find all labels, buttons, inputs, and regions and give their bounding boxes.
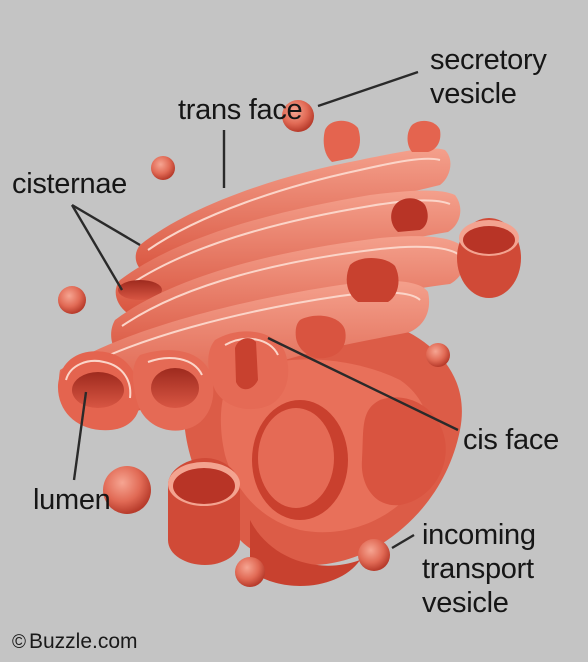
secretory-vesicle-leader [318,72,418,106]
vesicle-sphere [426,343,450,367]
cis-face-label: cis face [463,423,559,457]
cisternae-leader-upper [72,205,140,245]
lumen-label: lumen [33,483,111,517]
vesicle-sphere [235,557,265,587]
vesicle-sphere [151,156,175,180]
vesicle-sphere [58,286,86,314]
copyright-icon: © [12,632,26,653]
incoming-transport-vesicle-label: incoming transport vesicle [422,518,536,620]
credit-text: Buzzle.com [29,630,138,653]
incoming-vesicle-leader [392,535,414,548]
secretory-vesicle-label: secretory vesicle [430,43,547,111]
cut-vesicle-lower [168,458,240,565]
cisternae-leader-lower [72,205,122,290]
cisternae-label: cisternae [12,167,127,201]
trans-face-label: trans face [178,93,302,127]
credit-watermark: ©Buzzle.com [12,630,138,654]
incoming-vesicle-sphere [358,539,390,571]
cut-vesicle-right [457,218,521,298]
